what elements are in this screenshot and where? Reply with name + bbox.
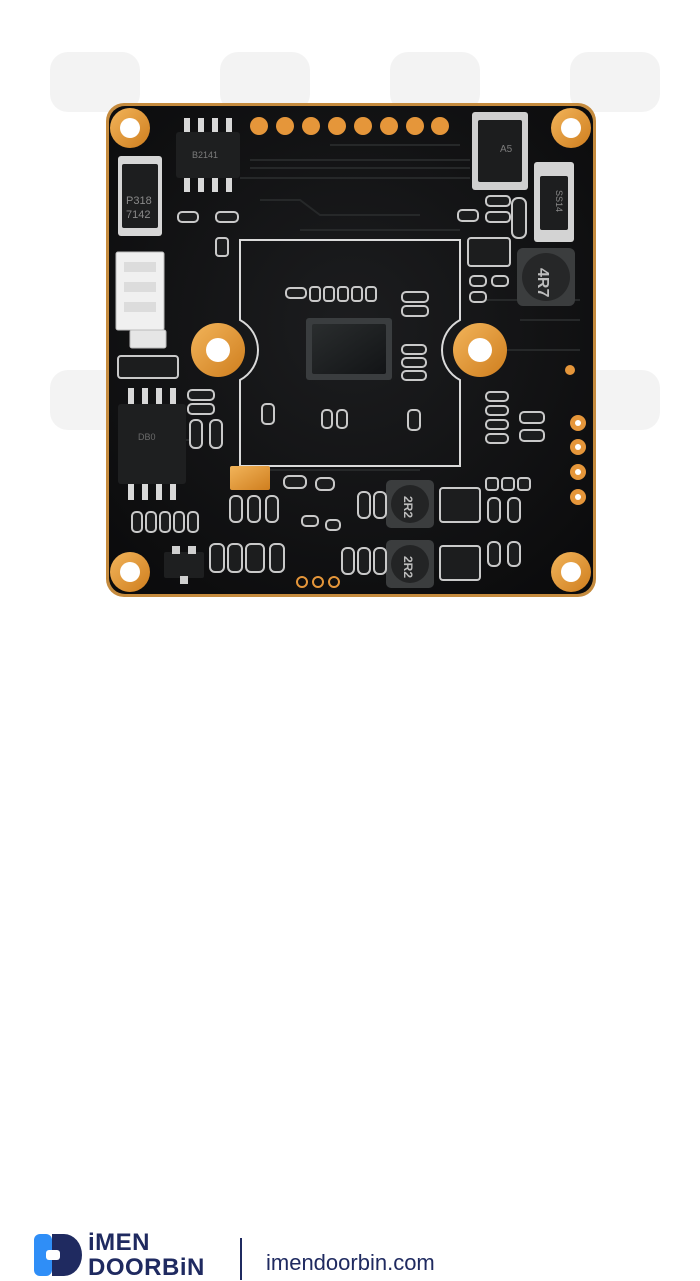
gold-pad <box>230 466 270 490</box>
white-connector <box>115 251 167 349</box>
inductor-marking-2r2-upper: 2R2 <box>401 496 415 518</box>
brand-website: imendoorbin.com <box>266 1250 435 1275</box>
lens-mount-outline <box>239 239 461 467</box>
diode-top-right: A5 <box>472 112 528 190</box>
diode-marking-7142: 7142 <box>126 209 150 221</box>
smd-components-bottom <box>209 475 531 581</box>
diode-marking-ss14: SS14 <box>554 190 564 212</box>
svg-text:DB0: DB0 <box>138 432 156 442</box>
inductor-4r7: 4R7 <box>517 248 575 306</box>
inductor-marking-2r2-lower: 2R2 <box>401 556 415 578</box>
ic-marking-b2141: B2141 <box>192 150 218 160</box>
pcb-photo: B2141 P318 7142 A5 SS14 4R7 <box>50 52 660 597</box>
smd-components-left <box>117 211 239 533</box>
svg-text:A5: A5 <box>500 144 513 155</box>
mounting-holes <box>110 108 591 592</box>
lens-mount-holes <box>191 323 507 377</box>
image-sensor-chip <box>306 318 392 380</box>
brand-logo-icon <box>34 1234 82 1276</box>
inductor-2r2-upper: 2R2 <box>386 480 434 528</box>
inductor-2r2-lower: 2R2 <box>386 540 434 588</box>
bottom-vias <box>296 576 340 588</box>
smd-components-right <box>457 195 545 444</box>
right-edge-pads <box>565 365 586 505</box>
diode-ss14: SS14 <box>534 162 574 242</box>
ic-top-left: B2141 <box>176 118 240 192</box>
brand-footer: iMEN DOORBiN imendoorbin.com <box>0 610 700 1280</box>
inductor-marking-4r7: 4R7 <box>534 268 551 297</box>
brand-name-bottom: DOORBiN <box>88 1254 205 1281</box>
brand-name-top: iMEN <box>88 1229 150 1256</box>
ic-bottom-left: DB0 <box>118 388 186 500</box>
diode-left: P318 7142 <box>118 156 162 236</box>
background-watermark <box>50 52 660 430</box>
transistor-bottom-left <box>164 546 204 584</box>
diode-marking-p318: P318 <box>126 195 152 207</box>
pcb-traces <box>140 144 580 471</box>
brand-divider <box>240 1238 242 1280</box>
smd-components-center <box>261 286 429 431</box>
top-connector-pads <box>250 117 449 135</box>
